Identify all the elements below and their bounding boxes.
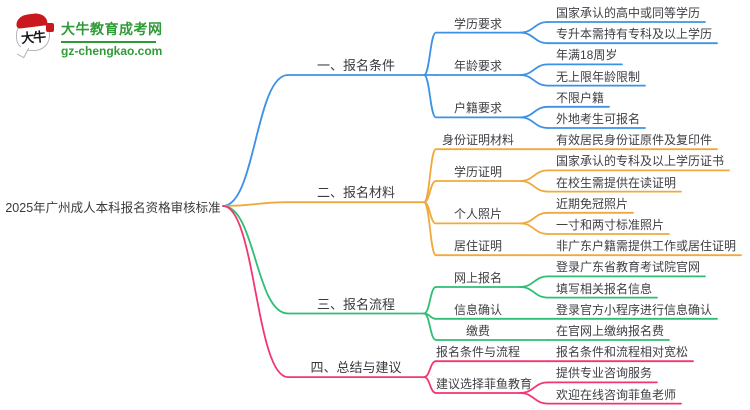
logo-bubble-icon: 大牛 xyxy=(15,12,55,56)
mindmap-connector-line xyxy=(423,201,437,257)
mindmap-connector-line xyxy=(222,205,289,315)
brand-title: 大牛教育成考网 xyxy=(61,21,163,37)
mindmap-leaf-label: 在官网上缴纳报名费 xyxy=(556,324,665,338)
mindmap-connector-line xyxy=(423,376,437,394)
mindmap-leaf-label: 国家承认的高中或同等学历 xyxy=(556,6,701,20)
mindmap-leaf-label: 在校生需提供在读证明 xyxy=(556,175,677,190)
mindmap-connector-line xyxy=(519,392,549,405)
mindmap-subtopic-label: 报名条件与流程 xyxy=(436,345,521,360)
mindmap-connector-line xyxy=(222,201,289,207)
mindmap-leaf-label: 登录官方小程序进行信息确认 xyxy=(556,302,713,317)
mindmap-connector-line xyxy=(222,205,289,378)
mindmap-connector-line xyxy=(423,312,437,341)
mindmap-subtopic-label: 缴费 xyxy=(465,324,490,338)
mindmap-leaf-label: 国家承认的专科及以上学历证书 xyxy=(556,154,725,169)
mindmap-leaf-label: 非广东户籍需提供工作或居住证明 xyxy=(556,239,737,254)
logo-seal-icon xyxy=(46,23,54,32)
mindmap-connector-line xyxy=(519,286,549,299)
mindmap-subtopic-label: 建议选择菲鱼教育 xyxy=(436,377,533,391)
mindmap-subtopic-label: 信息确认 xyxy=(453,302,502,317)
site-logo[interactable]: 大牛 大牛教育成考网 gz-chengkao.com xyxy=(15,12,163,58)
logo-bubble-text: 大牛 xyxy=(20,28,46,47)
mindmap-subtopic-label: 学历证明 xyxy=(453,165,502,179)
mindmap-leaf-label: 有效居民身份证原件及复印件 xyxy=(556,133,713,148)
mindmap-connector-line xyxy=(519,180,549,193)
brand-url: gz-chengkao.com xyxy=(61,44,163,58)
mindmap-connector-line xyxy=(423,31,437,76)
mindmap-subtopic-label: 个人照片 xyxy=(453,207,502,222)
mindmap-leaf-label: 欢迎在线咨询菲鱼老师 xyxy=(556,387,677,402)
mindmap-leaf-label: 近期免冠照片 xyxy=(556,196,629,211)
mindmap-connector-line xyxy=(222,74,289,207)
logo-divider xyxy=(61,41,156,43)
mindmap-leaf-label: 专升本需持有专科及以上学历 xyxy=(556,27,713,42)
mindmap-connector-line xyxy=(519,222,549,235)
mindmap-connector-line xyxy=(519,31,549,45)
mindmap-leaf-label: 无上限年龄限制 xyxy=(556,69,641,84)
mindmap-leaf-label: 一寸和两寸标准照片 xyxy=(556,218,665,232)
mindmap-leaf-label: 提供专业咨询服务 xyxy=(556,366,653,381)
mindmap-connector-line xyxy=(519,74,549,87)
mindmap-branch-label: 四、总结与建议 xyxy=(310,360,402,376)
mindmap-branch-label: 三、报名流程 xyxy=(316,296,395,312)
mindmap-branch-label: 一、报名条件 xyxy=(316,58,395,73)
mindmap-root: 2025年广州成人本科报名资格审核标准 xyxy=(5,201,221,215)
mindmap-branch-label: 二、报名材料 xyxy=(316,185,395,201)
logo-text-block: 大牛教育成考网 gz-chengkao.com xyxy=(61,14,163,58)
mindmap-subtopic-label: 居住证明 xyxy=(453,239,502,254)
mindmap-subtopic-label: 户籍要求 xyxy=(453,101,502,116)
mindmap-leaf-label: 不限户籍 xyxy=(556,90,605,105)
mindmap-leaf-label: 报名条件和流程相对宽松 xyxy=(556,345,689,360)
mindmap-leaf-label: 登录广东省教育考试院官网 xyxy=(556,260,701,275)
mindmap-leaf-label: 年满18周岁 xyxy=(556,48,618,63)
mindmap-leaf-label: 外地考生可报名 xyxy=(556,112,641,126)
mindmap-subtopic-label: 身份证明材料 xyxy=(441,133,514,148)
mindmap-connector-line xyxy=(423,74,437,119)
mindmap-subtopic-label: 网上报名 xyxy=(453,271,502,285)
mindmap-subtopic-label: 年龄要求 xyxy=(453,59,502,73)
mindmap-subtopic-label: 学历要求 xyxy=(453,16,502,31)
mindmap-leaf-label: 填写相关报名信息 xyxy=(556,281,653,296)
mindmap-connector-line xyxy=(519,116,549,129)
